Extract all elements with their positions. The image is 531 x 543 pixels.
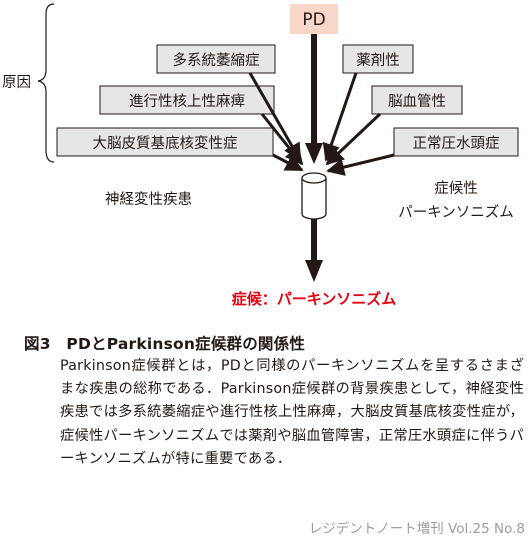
cause-box-drug bbox=[342, 44, 414, 74]
source-footer: レジデントノート増刊 Vol.25 No.8 bbox=[308, 521, 525, 537]
cause-label-nph: 正常圧水頭症 bbox=[413, 135, 500, 152]
cause-label-cbd: 大脳皮質基底核変性症 bbox=[93, 134, 238, 152]
group-label-symptomatic-2: パーキンソニズム bbox=[398, 204, 514, 221]
cause-box-psp bbox=[99, 85, 275, 115]
caption-body: Parkinson症候群とは，PDと同様のパーキンソニズムを呈するさまざまな疾患… bbox=[60, 358, 524, 467]
figure-caption: 図3 PDとParkinson症候群の関係性 Parkinson症候群とは，PD… bbox=[24, 333, 524, 471]
cause-bracket bbox=[37, 3, 55, 163]
pd-relationship-diagram: 原因 PD 多系統萎縮症 進行性核上性麻痺 大脳皮質基底核変性症 薬剤性 脳血管… bbox=[2, 3, 519, 308]
cause-label-psp: 進行性核上性麻痺 bbox=[129, 93, 245, 110]
arrow-drug bbox=[322, 72, 358, 162]
result-label: 症候：パーキンソニズム bbox=[232, 290, 397, 308]
group-label-symptomatic-1: 症候性 bbox=[434, 180, 478, 197]
group-label-neurodegenerative: 神経変性疾患 bbox=[105, 191, 192, 208]
cause-label-vascular: 脳血管性 bbox=[388, 93, 446, 110]
cause-label-drug: 薬剤性 bbox=[356, 52, 400, 69]
cause-box-cbd bbox=[56, 127, 274, 157]
cause-box-msa bbox=[156, 44, 276, 74]
cause-box-vascular bbox=[371, 85, 463, 115]
arrow-nph bbox=[326, 153, 395, 176]
cause-label-msa: 多系統萎縮症 bbox=[173, 52, 260, 69]
pd-label: PD bbox=[302, 10, 325, 30]
cause-box-nph bbox=[393, 127, 519, 157]
cause-arrows bbox=[248, 72, 395, 176]
arrow-msa bbox=[248, 72, 302, 162]
arrow-cbd bbox=[272, 153, 304, 172]
arrow-vascular bbox=[325, 112, 382, 166]
bracket-label: 原因 bbox=[2, 75, 31, 91]
caption-title: 図3 PDとParkinson症候群の関係性 bbox=[24, 335, 306, 353]
pd-box bbox=[290, 4, 338, 34]
pd-arrow-head bbox=[305, 143, 323, 164]
output-arrow-head bbox=[305, 260, 323, 282]
convergence-cylinder bbox=[301, 172, 327, 220]
